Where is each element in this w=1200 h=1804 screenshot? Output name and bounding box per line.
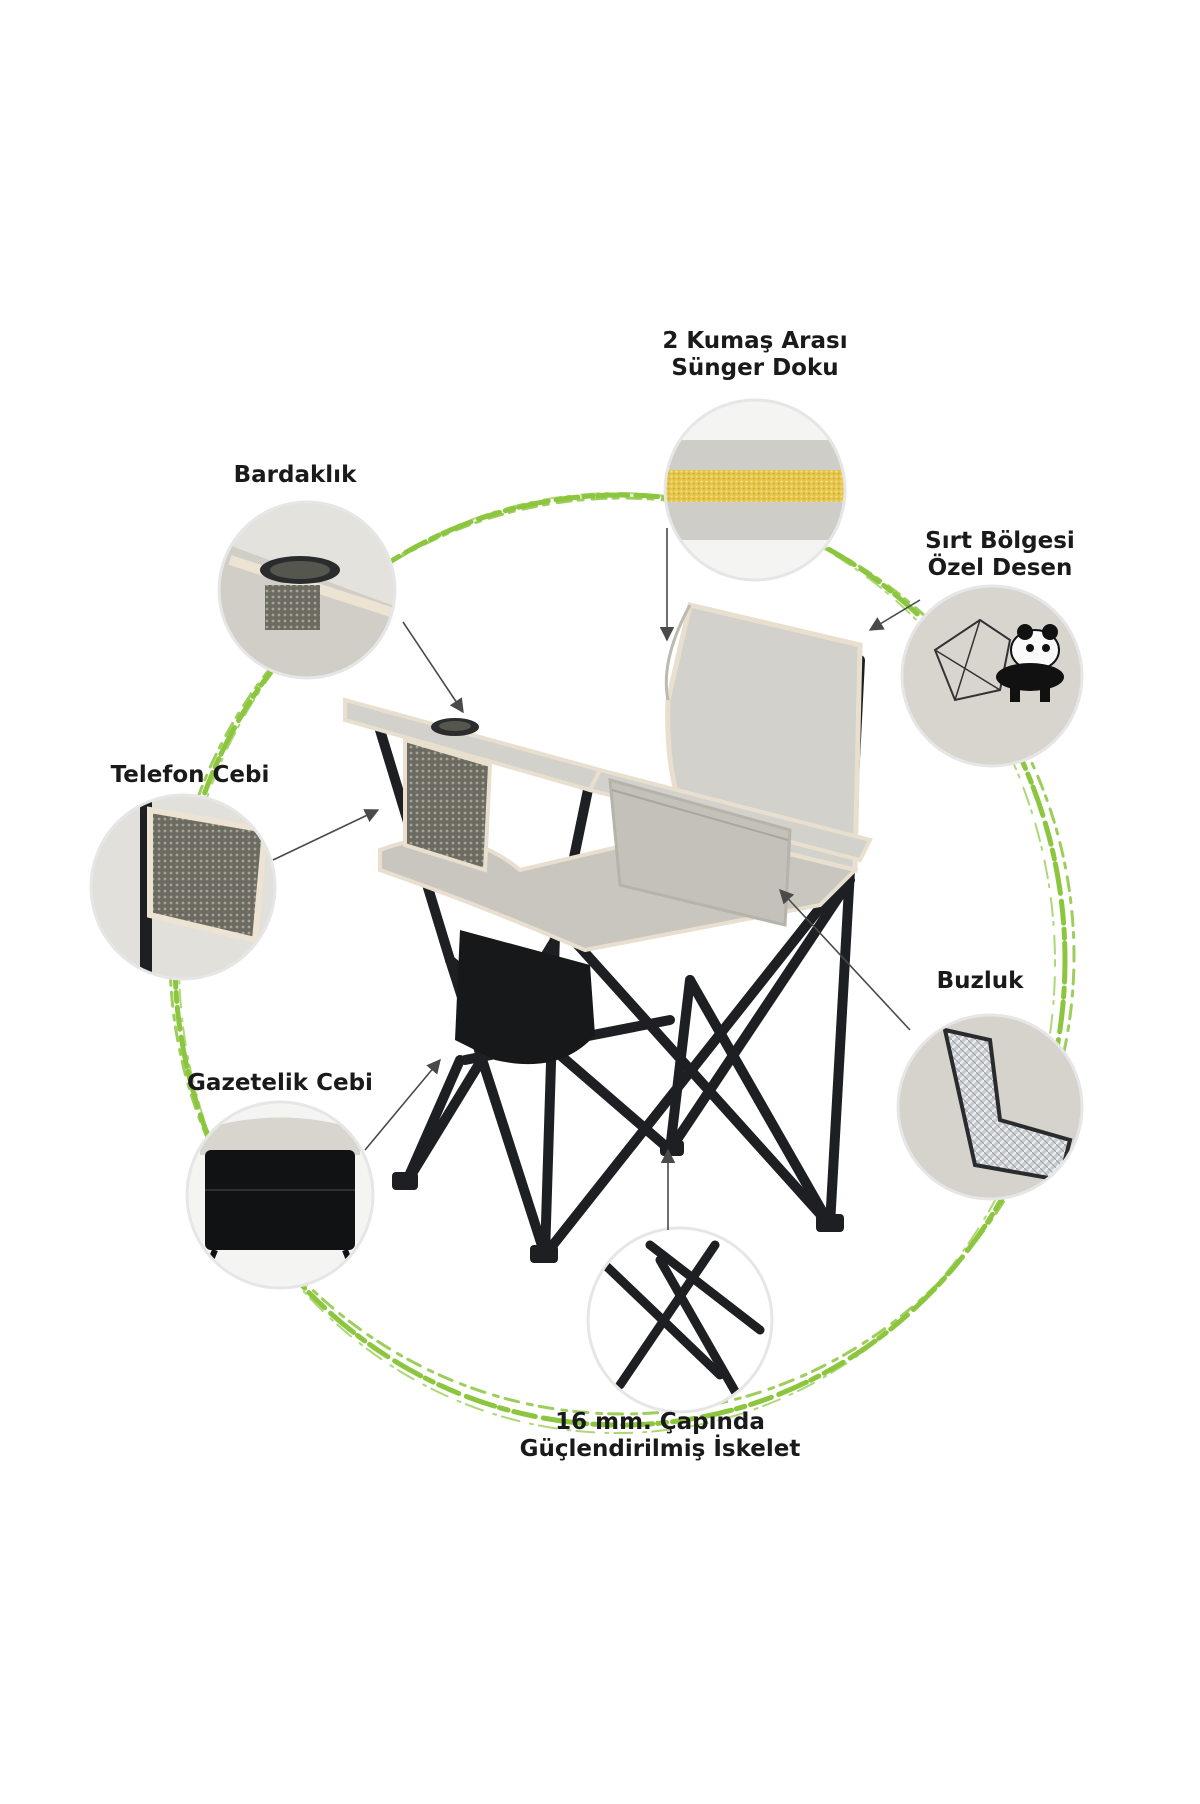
label-phone: Telefon Cebi — [80, 762, 300, 789]
detail-panda-pattern — [902, 586, 1082, 766]
camping-chair — [343, 601, 873, 1263]
label-pattern-line1: Sırt Bölgesi — [925, 528, 1075, 554]
label-foam: 2 Kumaş Arası Sünger Doku — [630, 328, 880, 382]
detail-foam-layer — [665, 400, 845, 580]
label-pattern-line2: Özel Desen — [927, 555, 1073, 581]
detail-newspaper-pocket — [187, 1102, 373, 1288]
label-newspaper-line1: Gazetelik Cebi — [187, 1070, 373, 1096]
label-frame-line1: 16 mm. Çapında — [555, 1409, 765, 1435]
label-pattern: Sırt Bölgesi Özel Desen — [900, 528, 1100, 582]
label-frame: 16 mm. Çapında Güçlendirilmiş İskelet — [500, 1409, 820, 1463]
detail-frame-tubes — [588, 1228, 772, 1412]
label-cupholder: Bardaklık — [200, 462, 390, 489]
label-frame-line2: Güçlendirilmiş İskelet — [519, 1436, 801, 1462]
label-cooler-line1: Buzluk — [936, 968, 1024, 994]
detail-cooler-lining — [898, 1015, 1082, 1199]
label-foam-line2: Sünger Doku — [671, 355, 839, 381]
detail-cupholder — [219, 502, 395, 678]
callout-arrows — [272, 528, 921, 1230]
label-foam-line1: 2 Kumaş Arası — [662, 328, 848, 354]
label-cooler: Buzluk — [905, 968, 1055, 995]
label-phone-line1: Telefon Cebi — [110, 762, 270, 788]
label-cupholder-line1: Bardaklık — [233, 462, 357, 488]
label-newspaper: Gazetelik Cebi — [165, 1070, 395, 1097]
detail-phone-pocket — [91, 795, 275, 979]
